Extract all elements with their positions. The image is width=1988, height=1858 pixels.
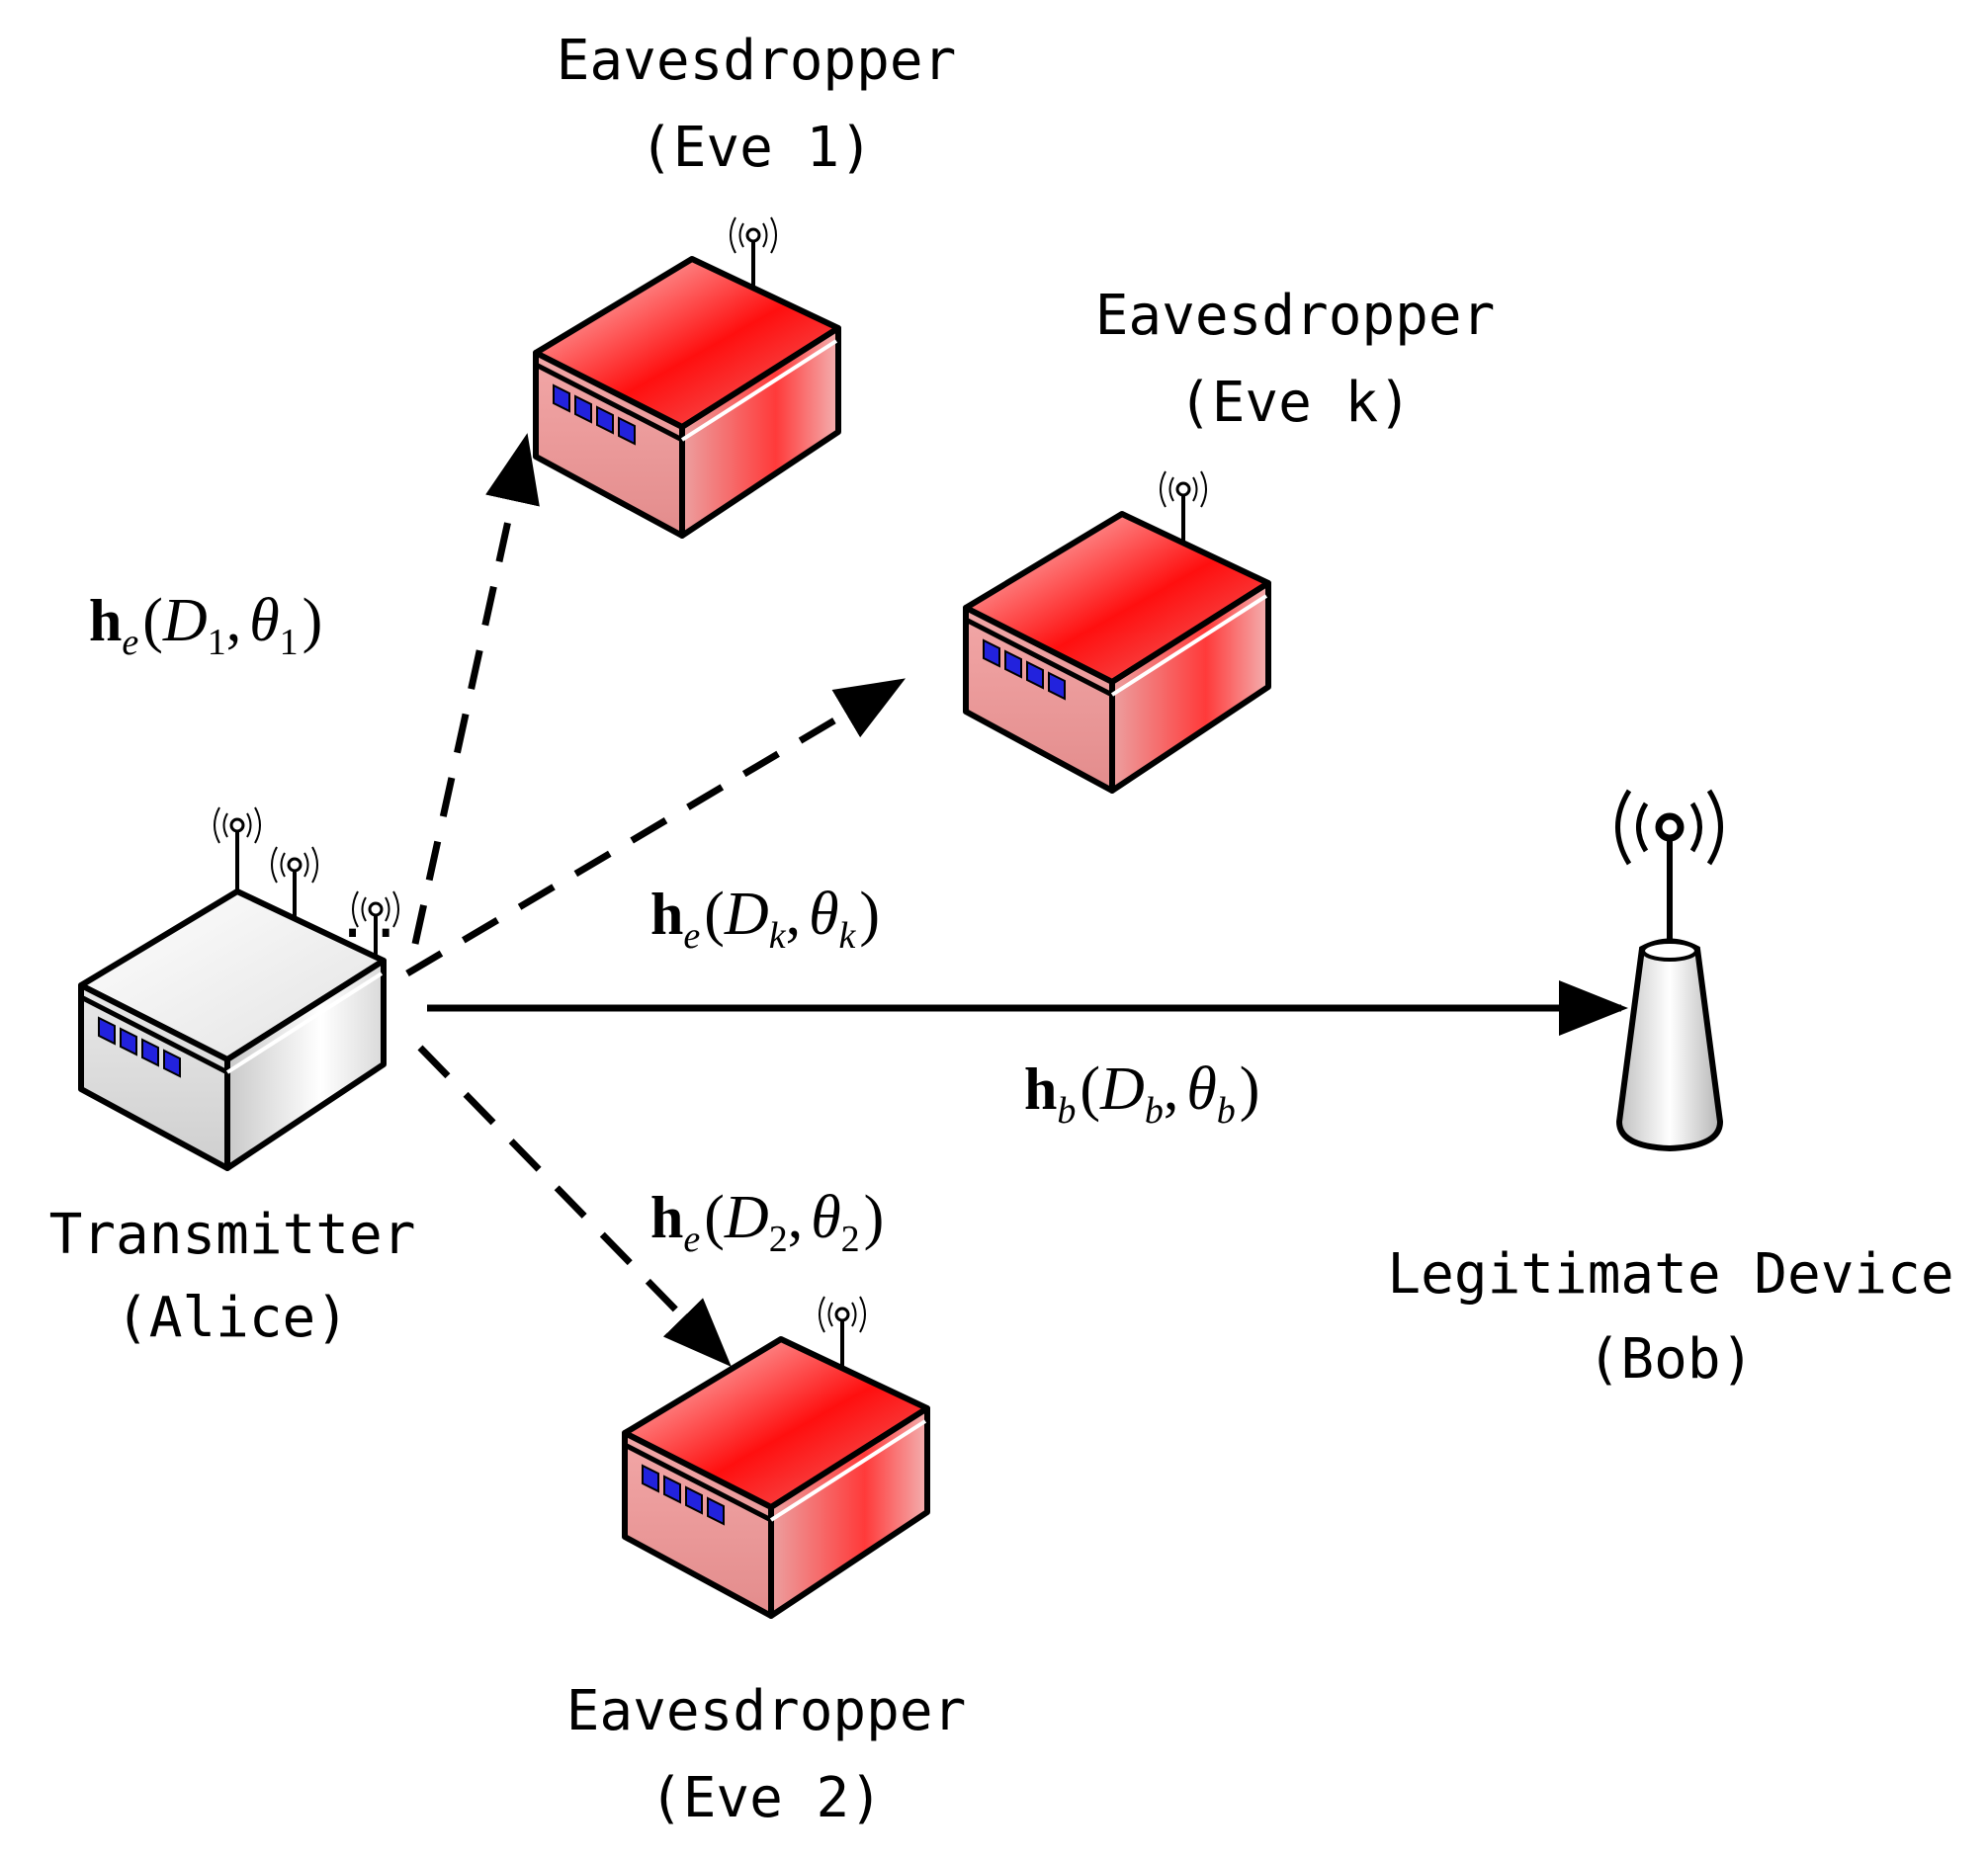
channel-label-bob: hb(Db,θb) <box>1024 1056 1259 1132</box>
eve1-label-line1: Eavesdropper <box>557 29 957 93</box>
bob-label-line1: Legitimate Device <box>1387 1242 1953 1307</box>
eve2-label-line1: Eavesdropper <box>566 1679 967 1743</box>
eve2-node <box>625 1295 927 1616</box>
bob-node <box>1615 789 1724 1152</box>
bob-antenna-icon <box>1615 789 1723 949</box>
alice-label-line2: (Alice) <box>116 1286 349 1350</box>
alice-antenna-icon-1 <box>213 805 262 896</box>
evek-router-icon <box>966 514 1268 791</box>
eve1-router-icon <box>536 259 838 536</box>
bob-label-line2: (Bob) <box>1588 1327 1755 1392</box>
channel-label-evek: he(Dk,θk) <box>650 881 880 957</box>
alice-label-line1: Transmitter <box>49 1203 416 1267</box>
bob-device-icon <box>1615 938 1724 1152</box>
evek-node <box>966 469 1268 791</box>
alice-node: ... <box>81 805 402 1168</box>
eve1-label-line2: (Eve 1) <box>640 116 873 180</box>
channel-label-eve1: he(D1,θ1) <box>89 587 322 663</box>
edge-alice-to-eve2 <box>417 1045 732 1368</box>
channel-label-eve2: he(D2,θ2) <box>650 1184 884 1260</box>
eve1-node <box>536 215 838 536</box>
eve2-label-line2: (Eve 2) <box>649 1766 883 1830</box>
edge-alice-to-eve1 <box>411 433 540 945</box>
edge-alice-to-evek <box>405 678 907 977</box>
evek-label-line1: Eavesdropper <box>1095 284 1496 348</box>
edges <box>405 433 1628 1368</box>
eve2-router-icon <box>625 1339 927 1616</box>
evek-label-line2: (Eve k) <box>1178 371 1412 435</box>
